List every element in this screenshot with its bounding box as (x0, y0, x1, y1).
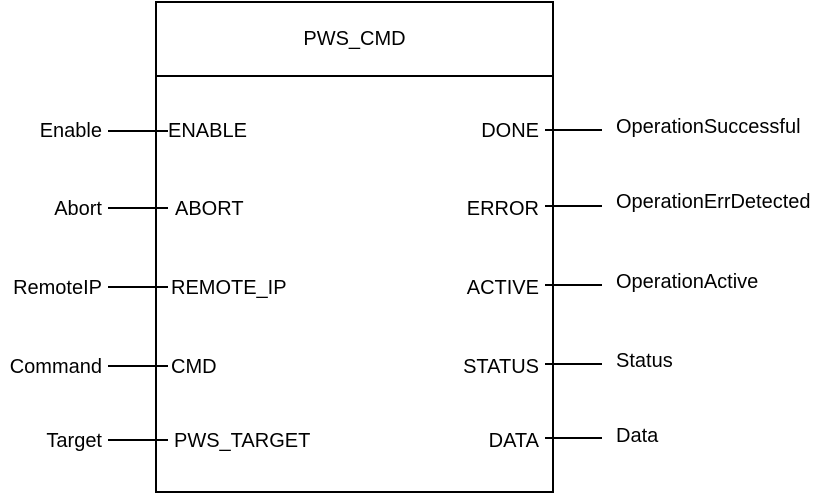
function-block: PWS_CMD (155, 1, 554, 493)
input-wire-remoteip (108, 286, 168, 288)
input-pin-cmd: CMD (171, 356, 217, 378)
output-pin-active: ACTIVE (466, 277, 539, 299)
input-variable-remoteip: RemoteIP (13, 277, 102, 299)
output-pin-error: ERROR (466, 198, 539, 220)
output-variable-operation-successful: OperationSuccessful (616, 116, 801, 138)
input-wire-enable (108, 130, 168, 132)
input-wire-abort (108, 207, 168, 209)
output-wire-done (545, 129, 602, 131)
input-pin-remote-ip: REMOTE_IP (171, 277, 287, 299)
output-pin-done: DONE (481, 120, 539, 142)
input-pin-abort: ABORT (175, 198, 244, 220)
input-variable-command: Command (9, 356, 102, 378)
input-pin-enable: ENABLE (168, 120, 247, 142)
output-wire-status (545, 363, 602, 365)
input-wire-target (108, 439, 168, 441)
output-wire-data (545, 437, 602, 439)
input-variable-abort: Abort (54, 198, 102, 220)
output-pin-status: STATUS (463, 356, 539, 378)
block-title: PWS_CMD (157, 3, 552, 77)
output-wire-error (545, 205, 602, 207)
output-pin-data: DATA (488, 430, 539, 452)
output-variable-operation-err-detected: OperationErrDetected (616, 191, 811, 213)
output-variable-data: Data (616, 425, 659, 447)
output-variable-status: Status (616, 350, 673, 372)
output-wire-active (545, 284, 602, 286)
input-pin-pws-target: PWS_TARGET (174, 430, 311, 452)
output-variable-operation-active: OperationActive (616, 271, 759, 293)
input-wire-command (108, 365, 168, 367)
input-variable-target: Target (46, 430, 102, 452)
input-variable-enable: Enable (39, 120, 102, 142)
